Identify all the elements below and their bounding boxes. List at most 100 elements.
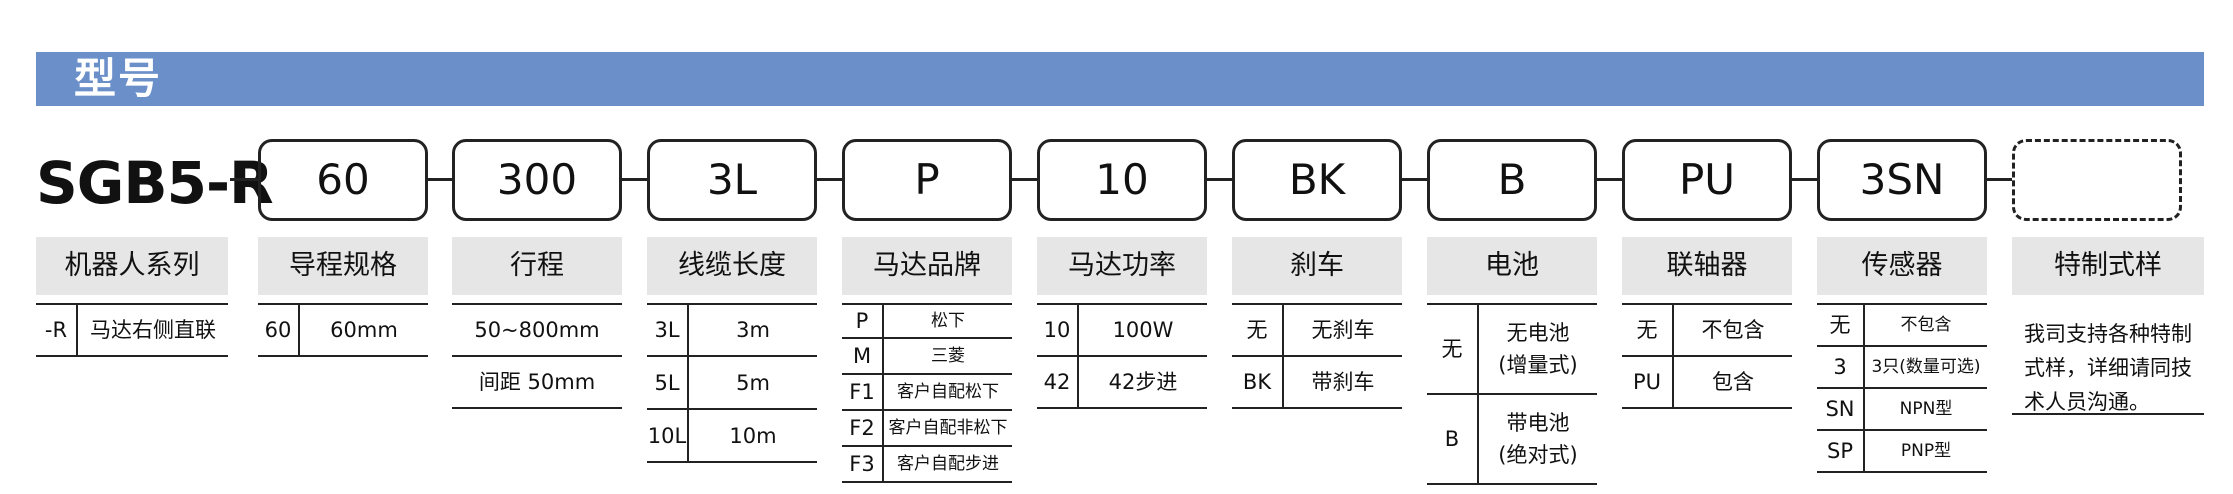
header-battery: 电池 <box>1427 237 1597 295</box>
option-desc: 客户自配步进 <box>897 454 999 474</box>
table-row: B 带电池 (绝对式) <box>1427 395 1597 485</box>
connector-line <box>1012 178 1037 181</box>
table-row: F2 客户自配非松下 <box>842 411 1012 447</box>
option-desc: 间距 50mm <box>478 370 596 394</box>
option-desc: 不包含 <box>1701 318 1765 342</box>
table-row: M 三菱 <box>842 339 1012 375</box>
code-box-stroke: 300 <box>452 139 622 221</box>
table-row: F3 客户自配步进 <box>842 447 1012 483</box>
code-box-coupling: PU <box>1622 139 1792 221</box>
table-row: 50~800mm <box>452 305 622 357</box>
option-desc: 42步进 <box>1108 370 1178 394</box>
table-robot-series: -R 马达右侧直联 <box>36 303 228 357</box>
header-motor-brand: 马达品牌 <box>842 237 1012 295</box>
table-row: 间距 50mm <box>452 357 622 409</box>
option-desc: 100W <box>1112 318 1174 342</box>
option-code: M <box>842 339 884 373</box>
option-code: 42 <box>1037 357 1079 407</box>
option-code: SP <box>1817 431 1865 471</box>
table-sensor: 无 不包含 3 3只(数量可选) SN NPN型 SP PNP型 <box>1817 303 1987 473</box>
table-row: -R 马达右侧直联 <box>36 305 228 357</box>
option-desc: 包含 <box>1712 370 1754 394</box>
option-code: 3L <box>647 305 689 355</box>
section-title: 型号 <box>74 54 163 103</box>
option-desc: 10m <box>729 423 777 448</box>
option-code: SN <box>1817 389 1865 429</box>
option-desc: 三菱 <box>931 346 965 366</box>
connector-line <box>622 178 647 181</box>
table-row: SP PNP型 <box>1817 431 1987 473</box>
header-stroke: 行程 <box>452 237 622 295</box>
header-motor-power: 马达功率 <box>1037 237 1207 295</box>
table-row: 无 不包含 <box>1817 305 1987 347</box>
connector-line <box>817 178 842 181</box>
option-code: F1 <box>842 375 884 409</box>
header-special: 特制式样 <box>2012 237 2204 295</box>
option-desc: 无电池 (增量式) <box>1479 305 1597 393</box>
option-code: 5L <box>647 357 689 408</box>
connector-line <box>230 178 258 181</box>
table-special: 我司支持各种特制式样，详细请同技术人员沟通。 <box>2012 303 2204 415</box>
option-desc: 客户自配非松下 <box>888 418 1008 438</box>
code-box-special <box>2012 139 2182 221</box>
table-row: F1 客户自配松下 <box>842 375 1012 411</box>
table-row: SN NPN型 <box>1817 389 1987 431</box>
table-row: 10L 10m <box>647 410 817 463</box>
header-robot-series: 机器人系列 <box>36 237 228 295</box>
option-desc-line: (增量式) <box>1498 353 1578 377</box>
option-desc-line: 无电池 <box>1506 321 1570 345</box>
option-code: 10L <box>647 410 689 461</box>
option-desc-line: (绝对式) <box>1498 443 1578 467</box>
table-row: 无 不包含 <box>1622 305 1792 357</box>
option-desc: NPN型 <box>1899 399 1953 419</box>
table-row: 3L 3m <box>647 305 817 357</box>
option-desc: 客户自配松下 <box>897 382 999 402</box>
table-motor-brand: P 松下 M 三菱 F1 客户自配松下 F2 客户自配非松下 F3 客户自配步进 <box>842 303 1012 483</box>
connector-line <box>1402 178 1427 181</box>
option-desc-line: 带电池 <box>1506 411 1570 435</box>
option-code: 10 <box>1037 305 1079 355</box>
table-row: 无 无电池 (增量式) <box>1427 305 1597 395</box>
option-code: B <box>1427 395 1479 483</box>
table-row: P 松下 <box>842 305 1012 339</box>
option-code: 无 <box>1622 305 1674 355</box>
table-row: 无 无刹车 <box>1232 305 1402 357</box>
header-lead: 导程规格 <box>258 237 428 295</box>
model-name: SGB5-R <box>36 149 274 217</box>
code-box-brake: BK <box>1232 139 1402 221</box>
option-code: 无 <box>1427 305 1479 393</box>
table-row: 10 100W <box>1037 305 1207 357</box>
connector-line <box>1597 178 1622 181</box>
option-code: 无 <box>1232 305 1284 355</box>
option-desc: 无刹车 <box>1311 318 1375 342</box>
connector-line <box>427 178 452 181</box>
table-brake: 无 无刹车 BK 带刹车 <box>1232 303 1402 409</box>
table-row: 42 42步进 <box>1037 357 1207 409</box>
code-box-motor-power: 10 <box>1037 139 1207 221</box>
option-code: -R <box>36 305 78 355</box>
code-box-motor-brand: P <box>842 139 1012 221</box>
code-box-sensor: 3SN <box>1817 139 1987 221</box>
option-code: PU <box>1622 357 1674 407</box>
option-desc: PNP型 <box>1900 441 1952 461</box>
option-code: P <box>842 305 884 337</box>
header-sensor: 传感器 <box>1817 237 1987 295</box>
option-desc: 带电池 (绝对式) <box>1479 395 1597 483</box>
option-code: 无 <box>1817 305 1865 345</box>
code-box-battery: B <box>1427 139 1597 221</box>
option-desc: 3m <box>736 318 770 342</box>
connector-line <box>1207 178 1232 181</box>
code-box-lead: 60 <box>258 139 428 221</box>
option-code: BK <box>1232 357 1284 407</box>
table-row: 5L 5m <box>647 357 817 410</box>
table-battery: 无 无电池 (增量式) B 带电池 (绝对式) <box>1427 303 1597 485</box>
table-row: 3 3只(数量可选) <box>1817 347 1987 389</box>
option-desc: 松下 <box>931 311 965 331</box>
connector-line <box>1987 178 2012 181</box>
table-stroke: 50~800mm 间距 50mm <box>452 303 622 409</box>
table-row: BK 带刹车 <box>1232 357 1402 409</box>
table-cable-length: 3L 3m 5L 5m 10L 10m <box>647 303 817 463</box>
header-cable-length: 线缆长度 <box>647 237 817 295</box>
connector-line <box>1792 178 1817 181</box>
table-lead: 60 60mm <box>258 303 428 357</box>
